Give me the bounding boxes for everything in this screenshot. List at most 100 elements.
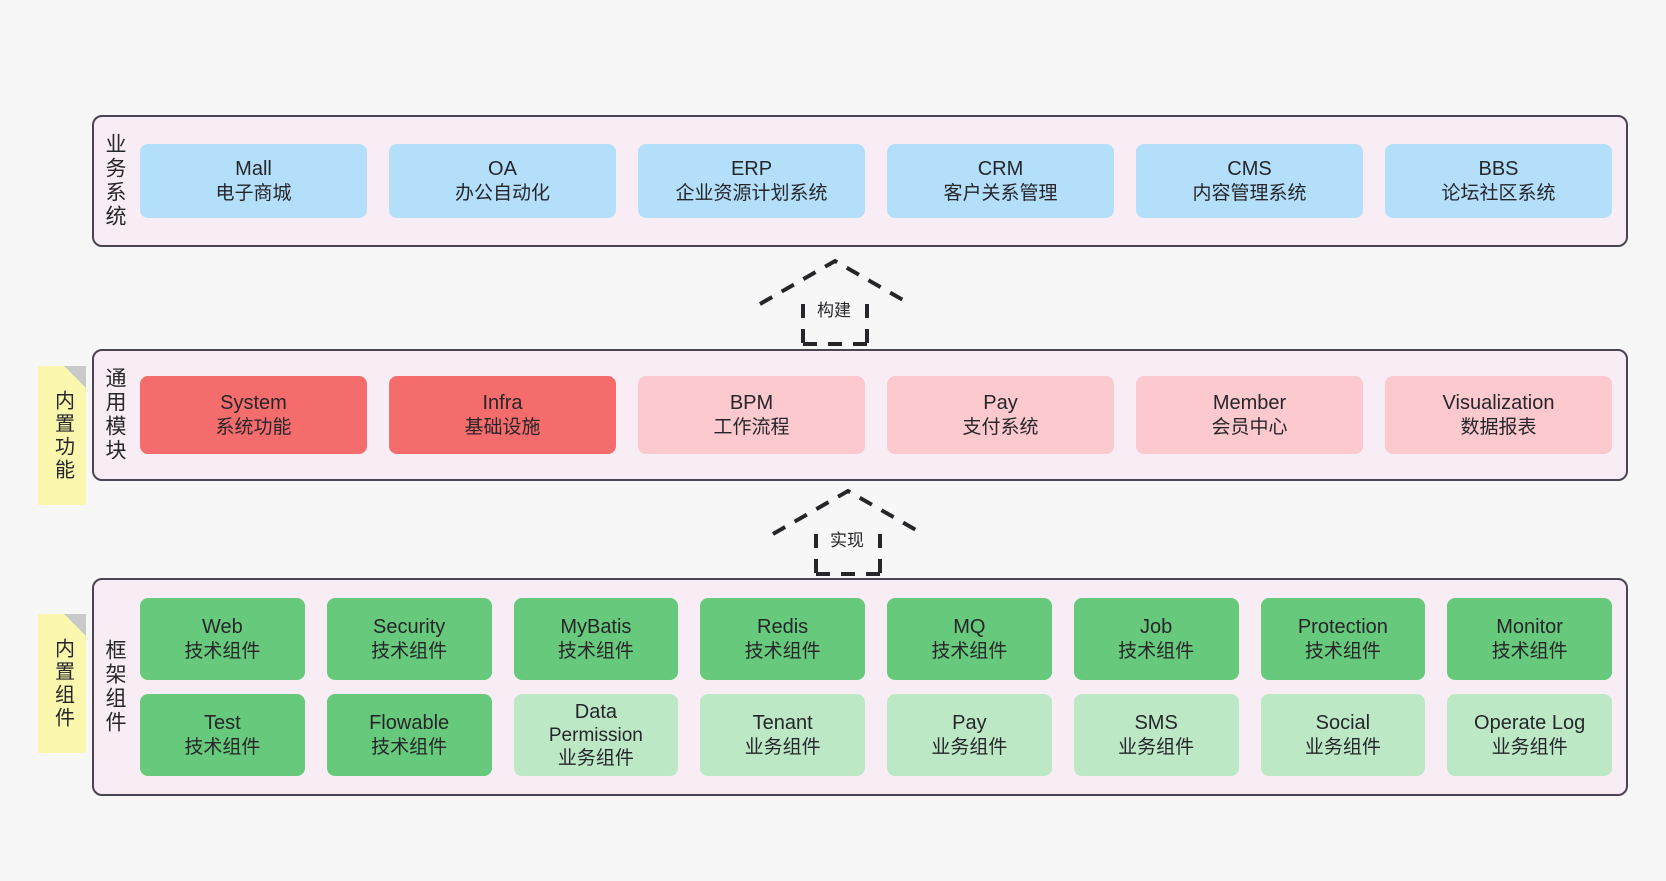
framework-card-operate-log[interactable]: Operate Log 业务组件 xyxy=(1447,694,1612,776)
note-fold-icon xyxy=(64,366,86,388)
card-name: BBS xyxy=(1478,158,1519,181)
framework-card-job[interactable]: Job 技术组件 xyxy=(1073,598,1239,680)
arrow-implement-icon xyxy=(772,488,924,576)
system-card-crm[interactable]: CRM 客户关系管理 xyxy=(887,144,1114,218)
framework-card-web[interactable]: Web 技术组件 xyxy=(140,598,305,680)
layer-row: System 系统功能 Infra 基础设施 BPM 工作流程 Pay 支付系统… xyxy=(140,376,1612,454)
system-card-oa[interactable]: OA 办公自动化 xyxy=(389,144,616,218)
sticky-note-builtin-function: 内置功能 xyxy=(38,366,86,505)
card-name-2: Permission xyxy=(548,725,643,747)
layer-body-common-module: System 系统功能 Infra 基础设施 BPM 工作流程 Pay 支付系统… xyxy=(134,351,1626,479)
module-card-member[interactable]: Member 会员中心 xyxy=(1136,376,1363,454)
card-subtitle: 技术组件 xyxy=(184,736,261,758)
card-subtitle: 业务组件 xyxy=(557,748,634,770)
layer-title-business-system: 业务系统 xyxy=(103,133,127,229)
card-subtitle: 技术组件 xyxy=(1491,640,1568,662)
card-subtitle: 支付系统 xyxy=(962,416,1039,438)
sticky-note-builtin-component: 内置组件 xyxy=(38,614,86,753)
card-subtitle: 技术组件 xyxy=(371,736,448,758)
layer-title-framework-component: 框架组件 xyxy=(103,639,127,735)
arrow-implement: 实现 xyxy=(768,486,928,576)
arrow-build-icon xyxy=(759,258,911,346)
sticky-note-label: 内置功能 xyxy=(51,389,74,482)
card-name: Monitor xyxy=(1496,616,1563,639)
framework-card-security[interactable]: Security 技术组件 xyxy=(326,598,492,680)
card-subtitle: 技术组件 xyxy=(1118,640,1195,662)
module-card-bpm[interactable]: BPM 工作流程 xyxy=(638,376,865,454)
framework-card-pay[interactable]: Pay 业务组件 xyxy=(887,694,1052,776)
layer-common-module: 通用模块 System 系统功能 Infra 基础设施 BPM 工作流程 Pay… xyxy=(92,349,1628,481)
framework-card-redis[interactable]: Redis 技术组件 xyxy=(700,598,865,680)
card-subtitle: 系统功能 xyxy=(215,416,292,438)
card-name: CMS xyxy=(1227,158,1272,181)
card-name: Job xyxy=(1140,616,1173,639)
card-name: Web xyxy=(201,616,243,639)
framework-card-mybatis[interactable]: MyBatis 技术组件 xyxy=(513,598,679,680)
card-name: Operate Log xyxy=(1474,712,1586,735)
system-card-mall[interactable]: Mall 电子商城 xyxy=(140,144,367,218)
card-name: Redis xyxy=(757,616,809,639)
card-name: Pay xyxy=(952,712,987,735)
card-subtitle: 会员中心 xyxy=(1211,416,1288,438)
framework-card-sms[interactable]: SMS 业务组件 xyxy=(1073,694,1239,776)
framework-card-mq[interactable]: MQ 技术组件 xyxy=(887,598,1052,680)
framework-card-test[interactable]: Test 技术组件 xyxy=(140,694,305,776)
arrow-implement-label: 实现 xyxy=(830,531,864,550)
card-subtitle: 业务组件 xyxy=(1304,736,1381,758)
layer-body-framework-component: Web 技术组件 Security 技术组件 MyBatis 技术组件 Redi… xyxy=(134,580,1626,794)
layer-row: Web 技术组件 Security 技术组件 MyBatis 技术组件 Redi… xyxy=(140,598,1612,680)
card-subtitle: 业务组件 xyxy=(931,736,1008,758)
framework-card-social[interactable]: Social 业务组件 xyxy=(1260,694,1426,776)
card-subtitle: 业务组件 xyxy=(1491,736,1568,758)
card-name: Visualization xyxy=(1442,392,1555,415)
card-subtitle: 技术组件 xyxy=(744,640,821,662)
card-subtitle: 数据报表 xyxy=(1460,416,1537,438)
card-name: BPM xyxy=(729,392,774,415)
note-fold-icon xyxy=(64,614,86,636)
framework-card-data-permission[interactable]: Data Permission 业务组件 xyxy=(513,694,679,776)
card-subtitle: 电子商城 xyxy=(215,182,292,204)
card-subtitle: 客户关系管理 xyxy=(943,182,1058,204)
card-name: Flowable xyxy=(369,712,450,735)
card-name: Security xyxy=(373,616,446,639)
card-name: Pay xyxy=(983,392,1018,415)
card-name: Protection xyxy=(1297,616,1388,639)
card-name: System xyxy=(220,392,287,415)
system-card-bbs[interactable]: BBS 论坛社区系统 xyxy=(1385,144,1612,218)
framework-card-monitor[interactable]: Monitor 技术组件 xyxy=(1447,598,1612,680)
system-card-cms[interactable]: CMS 内容管理系统 xyxy=(1136,144,1363,218)
card-subtitle: 技术组件 xyxy=(371,640,448,662)
card-name: Tenant xyxy=(752,712,813,735)
card-name: OA xyxy=(488,158,517,181)
card-subtitle: 办公自动化 xyxy=(454,182,550,204)
card-subtitle: 技术组件 xyxy=(184,640,261,662)
module-card-pay[interactable]: Pay 支付系统 xyxy=(887,376,1114,454)
card-subtitle: 工作流程 xyxy=(713,416,790,438)
arrow-build-label: 构建 xyxy=(817,301,851,320)
card-name: MyBatis xyxy=(560,616,632,639)
system-card-erp[interactable]: ERP 企业资源计划系统 xyxy=(638,144,865,218)
card-name: Data xyxy=(574,700,617,723)
card-name: Social xyxy=(1315,712,1371,735)
card-name: SMS xyxy=(1134,712,1178,735)
card-subtitle: 内容管理系统 xyxy=(1192,182,1307,204)
card-name: Mall xyxy=(235,158,272,181)
card-subtitle: 技术组件 xyxy=(557,640,634,662)
layer-row: Mall 电子商城 OA 办公自动化 ERP 企业资源计划系统 CRM 客户关系… xyxy=(140,144,1612,218)
module-card-infra[interactable]: Infra 基础设施 xyxy=(389,376,616,454)
card-name: CRM xyxy=(977,158,1024,181)
module-card-system[interactable]: System 系统功能 xyxy=(140,376,367,454)
module-card-visualization[interactable]: Visualization 数据报表 xyxy=(1385,376,1612,454)
framework-card-tenant[interactable]: Tenant 业务组件 xyxy=(700,694,865,776)
framework-card-protection[interactable]: Protection 技术组件 xyxy=(1260,598,1426,680)
card-subtitle: 技术组件 xyxy=(1304,640,1381,662)
card-subtitle: 业务组件 xyxy=(1118,736,1195,758)
card-subtitle: 基础设施 xyxy=(464,416,541,438)
layer-business-system: 业务系统 Mall 电子商城 OA 办公自动化 ERP 企业资源计划系统 CRM… xyxy=(92,115,1628,247)
card-name: MQ xyxy=(953,616,986,639)
card-subtitle: 业务组件 xyxy=(744,736,821,758)
framework-card-flowable[interactable]: Flowable 技术组件 xyxy=(326,694,492,776)
card-name: Test xyxy=(204,712,241,735)
card-subtitle: 技术组件 xyxy=(931,640,1008,662)
